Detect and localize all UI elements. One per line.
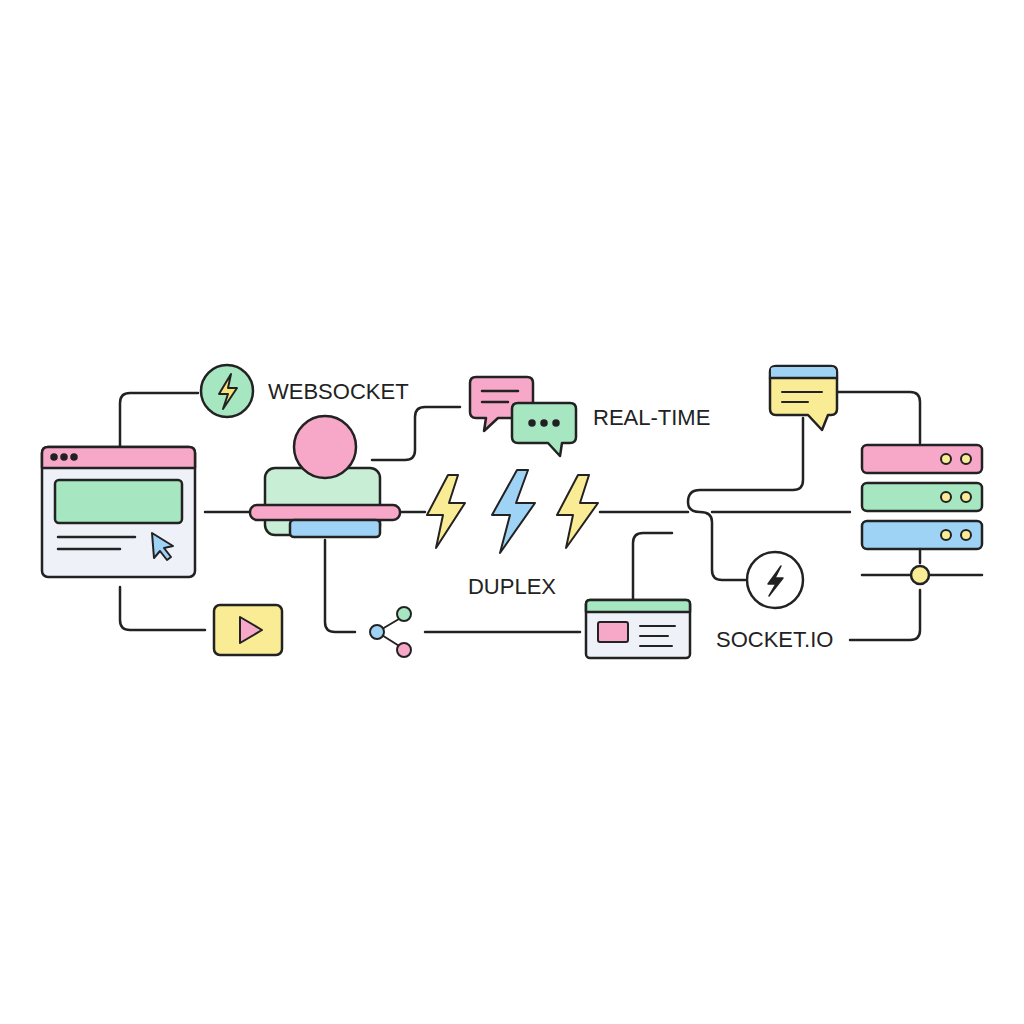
- socketio-icon: [747, 552, 803, 608]
- video-icon: [214, 605, 282, 655]
- message-bubble: [770, 366, 837, 430]
- feature-label: REAL-TIME: [591, 406, 712, 430]
- browser-window: [42, 447, 195, 577]
- server-stack: [862, 445, 982, 584]
- protocol-label: WEBSOCKET: [266, 380, 411, 404]
- person-figure: [250, 416, 400, 537]
- mode-label: DUPLEX: [466, 575, 558, 599]
- chat-bubbles: [470, 377, 576, 456]
- share-icon: [370, 607, 411, 657]
- small-browser-window: [586, 600, 690, 658]
- wires: [120, 392, 920, 640]
- library-label: SOCKET.IO: [714, 628, 835, 652]
- websocket-icon: [201, 365, 253, 417]
- lightning-bolts: [427, 470, 598, 553]
